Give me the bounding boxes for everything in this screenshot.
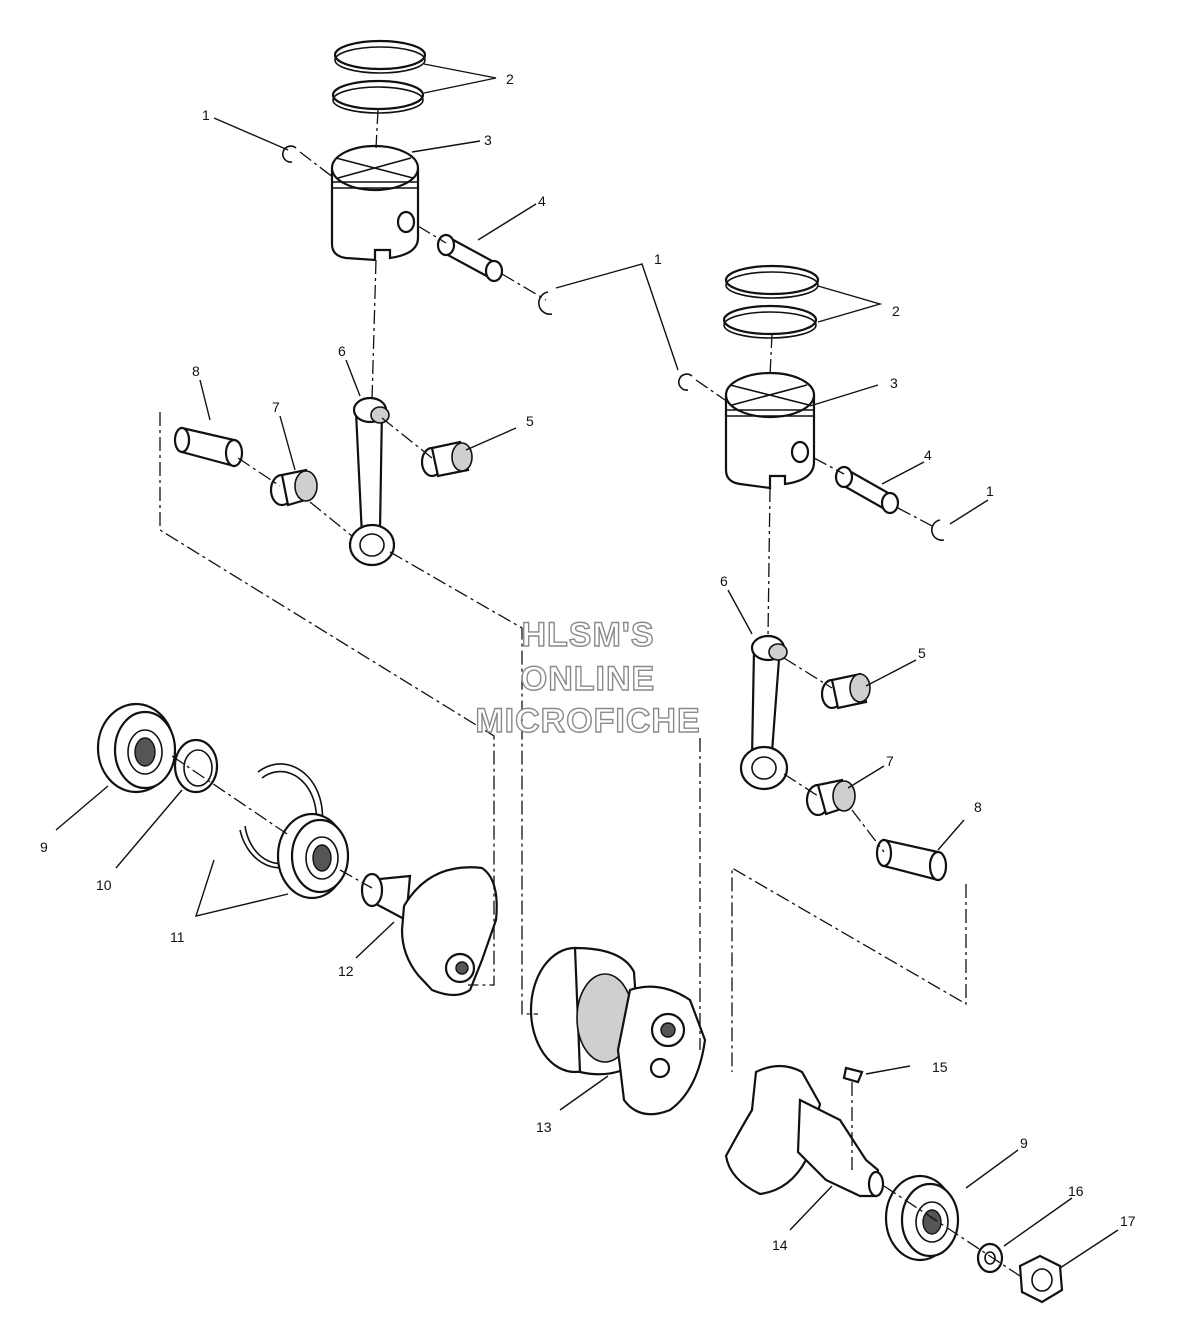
shim-washer [173,738,219,794]
piston-pin-left [436,233,504,283]
piston-pin-circlip-right-a [678,373,693,391]
piston-pin-circlip-left-b [538,291,553,315]
callout-1: 1 [986,483,994,499]
piston-pin-right [834,465,900,515]
main-bearing-center [276,812,350,900]
callout-5: 5 [526,413,534,429]
callout-12: 12 [338,963,354,979]
callout-8: 8 [192,363,200,379]
callout-5: 5 [918,645,926,661]
leader-lines [55,63,1119,1269]
callout-1: 1 [654,251,662,267]
watermark-line-3: MICROFICHE [475,702,700,740]
callout-9: 9 [40,839,48,855]
connecting-rod-left [348,396,396,567]
callout-3: 3 [484,132,492,148]
watermark-line-2: ONLINE [521,660,655,698]
callout-4: 4 [924,447,932,463]
callout-16: 16 [1068,1183,1084,1199]
piston-right [724,371,816,490]
piston-rings-left [331,39,427,114]
callout-14: 14 [772,1237,788,1253]
assembly-center-lines [159,109,1021,1277]
callout-6: 6 [338,343,346,359]
needle-bearing-small-end-left [420,440,473,478]
callout-15: 15 [932,1059,948,1075]
crank-pin-right [875,838,948,882]
callout-4: 4 [538,193,546,209]
callout-2: 2 [892,303,900,319]
piston-pin-circlip-right-b [931,519,945,541]
watermark-line-1: HLSM'S [521,616,654,654]
piston-left [330,144,420,262]
callout-7: 7 [272,399,280,415]
watermark: HLSM'S ONLINE MICROFICHE [475,615,701,740]
callout-11: 11 [170,929,185,945]
crank-pin-left [173,426,244,468]
hex-nut [1018,1254,1064,1304]
callout-10: 10 [96,877,112,893]
piston-pin-circlip-left-a [282,145,297,163]
callout-8: 8 [974,799,982,815]
callout-3: 3 [890,375,898,391]
crank-half-right [724,1064,885,1198]
callout-7: 7 [886,753,894,769]
callout-13: 13 [536,1119,552,1135]
callout-labels: 1 2 3 4 1 6 8 7 5 2 3 4 1 6 5 7 8 9 10 1… [40,71,1136,1253]
callout-6: 6 [720,573,728,589]
piston-rings-right [722,264,820,339]
callout-17: 17 [1120,1213,1136,1229]
woodruff-key [842,1066,864,1084]
callout-9: 9 [1020,1135,1028,1151]
callout-1: 1 [202,107,210,123]
callout-2: 2 [506,71,514,87]
main-bearing-left [96,702,177,794]
main-bearing-right [884,1174,960,1262]
needle-bearing-small-end-right [820,672,871,710]
needle-bearing-big-end-right [805,778,856,817]
lock-washer [976,1242,1004,1274]
crank-half-left [360,866,498,997]
connecting-rod-right [739,634,789,791]
crank-center-section [529,946,707,1116]
needle-bearing-big-end-left [269,468,318,507]
